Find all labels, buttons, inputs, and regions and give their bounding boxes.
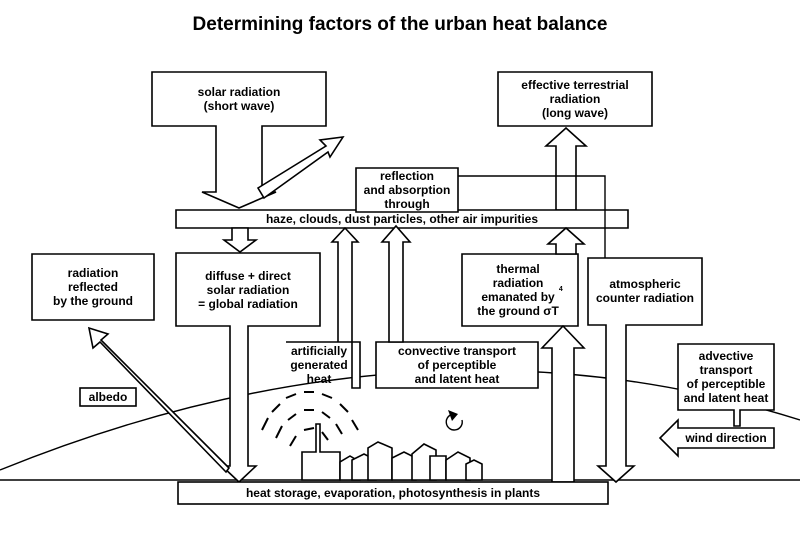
artificial-heat-arrow	[286, 226, 361, 389]
heat-storage-box	[177, 481, 609, 505]
thermal-radiation-label: thermal radiation emanated by the ground…	[477, 262, 563, 318]
advective-box	[677, 343, 775, 427]
circulation-arrowhead	[448, 410, 458, 421]
counter-radiation-arrow	[587, 257, 703, 484]
albedo-label: albedo	[88, 390, 128, 404]
thermal-up-arrow	[545, 226, 587, 255]
solar-radiation-arrow	[151, 71, 327, 209]
global-radiation-arrow	[175, 252, 321, 484]
heat-dome-icon	[261, 391, 359, 447]
haze-band	[175, 209, 629, 229]
ground-thermal-up-arrow	[540, 324, 586, 483]
wind-arrow	[658, 418, 775, 458]
counter-radiation-label: atmospheric counter radiation	[595, 277, 694, 305]
albedo-arrow	[87, 326, 231, 474]
haze-label: haze, clouds, dust particles, other air …	[265, 212, 539, 226]
reflection-box	[355, 167, 459, 213]
reflected-ground-label: radiation reflected by the ground	[53, 266, 133, 308]
reflected-solar-arrow	[256, 135, 345, 200]
heat-storage-label: heat storage, evaporation, photosynthesi…	[245, 486, 541, 500]
albedo-box	[79, 387, 137, 407]
global-radiation-label: diffuse + direct solar radiation = globa…	[198, 269, 298, 311]
convective-up-arrow	[380, 224, 412, 343]
diagram-title: Determining factors of the urban heat ba…	[192, 14, 608, 35]
circulation-icon	[445, 413, 463, 431]
advective-transport-label: advective transport of perceptible and l…	[683, 349, 769, 405]
city-skyline-icon	[301, 423, 483, 481]
terrestrial-up-arrow	[543, 126, 589, 211]
artificial-heat-label: artificially generated heat	[290, 344, 348, 386]
wind-direction-label: wind direction	[685, 431, 767, 445]
convective-transport-label: convective transport of perceptible and …	[397, 344, 517, 386]
terrestrial-radiation-label: effective terrestrial radiation (long wa…	[521, 78, 629, 120]
convective-transport-arrow	[375, 341, 539, 389]
terrestrial-radiation-arrow	[497, 71, 653, 127]
solar-radiation-label: solar radiation (short wave)	[197, 85, 281, 113]
counter-radiation-connector	[458, 175, 606, 258]
thermal-radiation-box	[461, 253, 579, 327]
reflection-absorption-label: reflection and absorption through	[363, 169, 451, 211]
global-radiation-down-arrow	[221, 227, 259, 253]
reflected-ground-box	[31, 253, 155, 321]
thermal-radiation-text: thermal radiation emanated by the ground…	[477, 262, 559, 318]
